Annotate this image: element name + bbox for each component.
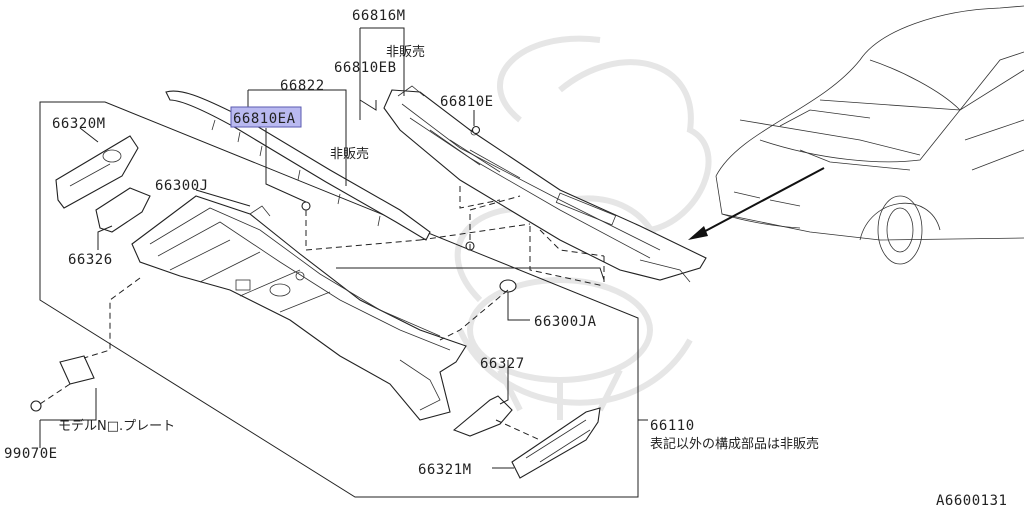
label-66327[interactable]: 66327 [480,356,525,372]
model-plate [59,355,95,385]
clip-66810EA [301,201,311,211]
car-illustration [715,5,1024,265]
label-66816M[interactable]: 66816M [352,8,406,24]
label-66300J[interactable]: 66300J [155,178,209,194]
direction-arrow [688,167,825,240]
bracket-66320M [55,135,139,209]
clip-66810E [471,125,481,135]
dashed-guides [39,186,605,441]
weatherstrip [165,90,431,241]
label-66822[interactable]: 66822 [280,78,325,94]
label-99070E[interactable]: 99070E [4,446,58,462]
rivet-99070E [30,400,42,412]
label-66326[interactable]: 66326 [68,252,113,268]
label-nonsale-1: 非販売 [386,44,425,60]
label-66320M[interactable]: 66320M [52,116,106,132]
label-66810EB[interactable]: 66810EB [334,60,397,76]
label-66810EA[interactable]: 66810EA [233,111,296,127]
label-66321M[interactable]: 66321M [418,462,472,478]
seal-66326 [95,187,151,233]
bracket-66321M [511,407,601,479]
selected-part-highlight [230,106,302,128]
cowl-top-grille [383,85,707,283]
assembly-outline [39,101,639,498]
note-other-parts: 表記以外の構成部品は非販売 [650,436,819,452]
label-66810E[interactable]: 66810E [440,94,494,110]
label-66300JA[interactable]: 66300JA [534,314,597,330]
label-model-plate: モデルN□.プレート [58,418,175,434]
label-66110[interactable]: 66110 [650,418,695,434]
label-nonsale-2: 非販売 [330,146,369,162]
cowl-panel-66300J [131,195,467,421]
diagram-id: A6600131 [936,493,1007,509]
seal-66327 [452,395,513,437]
